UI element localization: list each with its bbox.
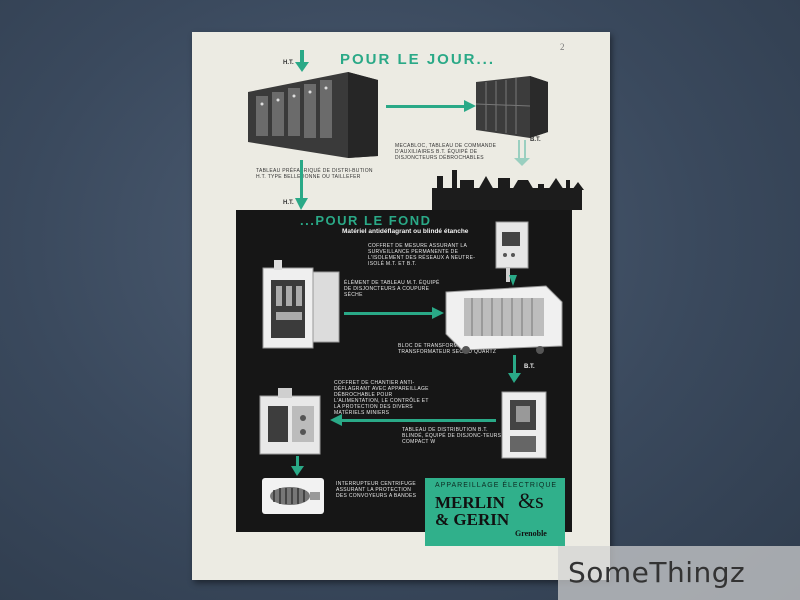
logo-city: Grenoble — [515, 529, 547, 538]
caption-coffret-mesure: COFFRET DE MESURE ASSURANT LA SURVEILLAN… — [368, 243, 476, 267]
label-bt-top: B.T. — [530, 137, 541, 143]
arrow-down-icon — [509, 275, 517, 286]
page-number: 2 — [560, 42, 565, 52]
watermark-text: SomeThingz — [568, 556, 746, 589]
arrow-right-icon — [344, 307, 444, 319]
arrow-down-icon — [508, 355, 521, 383]
caption-interrupteur: INTERRUPTEUR CENTRIFUGE ASSURANT LA PROT… — [336, 481, 417, 499]
switchgear-ht-image — [248, 72, 378, 158]
caption-tableau-prefabrique: TABLEAU PRÉFABRIQUÉ DE DISTRI-BUTION H.T… — [256, 168, 373, 180]
arrow-down-icon — [291, 456, 304, 476]
title-pour-le-jour: POUR LE JOUR... — [340, 51, 496, 68]
caption-bloc-transformation: BLOC DE TRANSFORMATION AVEC TRANSFORMATE… — [398, 343, 497, 355]
merlin-gerin-logo: APPAREILLAGE ÉLECTRIQUE MERLIN & GERIN &… — [425, 478, 565, 546]
caption-element-tableau: ÉLÉMENT DE TABLEAU M.T. ÉQUIPÉ DE DISJON… — [344, 280, 440, 298]
coffret-mesure-image — [495, 221, 529, 282]
interrupteur-image — [262, 478, 324, 514]
label-ht-top: H.T. — [283, 60, 294, 66]
arrow-left-icon — [330, 414, 496, 426]
arrow-right-icon — [386, 100, 476, 112]
mecabloc-image — [475, 76, 548, 138]
label-bt-fond: B.T. — [524, 364, 535, 370]
watermark: SomeThingz — [558, 546, 800, 600]
factory-silhouette — [432, 170, 584, 210]
logo-name: MERLIN & GERIN — [435, 493, 510, 529]
tableau-distribution-image — [501, 391, 547, 459]
arrow-down-icon — [295, 160, 308, 210]
caption-mecabloc: MECABLOC, TABLEAU DE COMMANDE D'AUXILIAI… — [395, 143, 497, 161]
caption-tableau-distribution: TABLEAU DE DISTRIBUTION B.T. BLINDÉ, ÉQU… — [402, 427, 502, 445]
element-tableau-image — [262, 260, 340, 349]
title-pour-le-fond: ...POUR LE FOND — [300, 213, 432, 228]
caption-coffret-chantier: COFFRET DE CHANTIER ANTI-DÉFLAGRANT AVEC… — [334, 380, 429, 416]
arrow-icon — [295, 50, 309, 72]
subtitle-fond: Matériel antidéflagrant ou blindé étanch… — [342, 228, 469, 235]
label-ht-fond: H.T. — [283, 200, 294, 206]
logo-ampersand: &s — [518, 488, 544, 513]
coffret-chantier-image — [259, 388, 321, 455]
bloc-transformation-image — [445, 285, 563, 354]
logo-tagline: APPAREILLAGE ÉLECTRIQUE — [435, 482, 558, 489]
arrow-down-icon — [514, 140, 530, 166]
